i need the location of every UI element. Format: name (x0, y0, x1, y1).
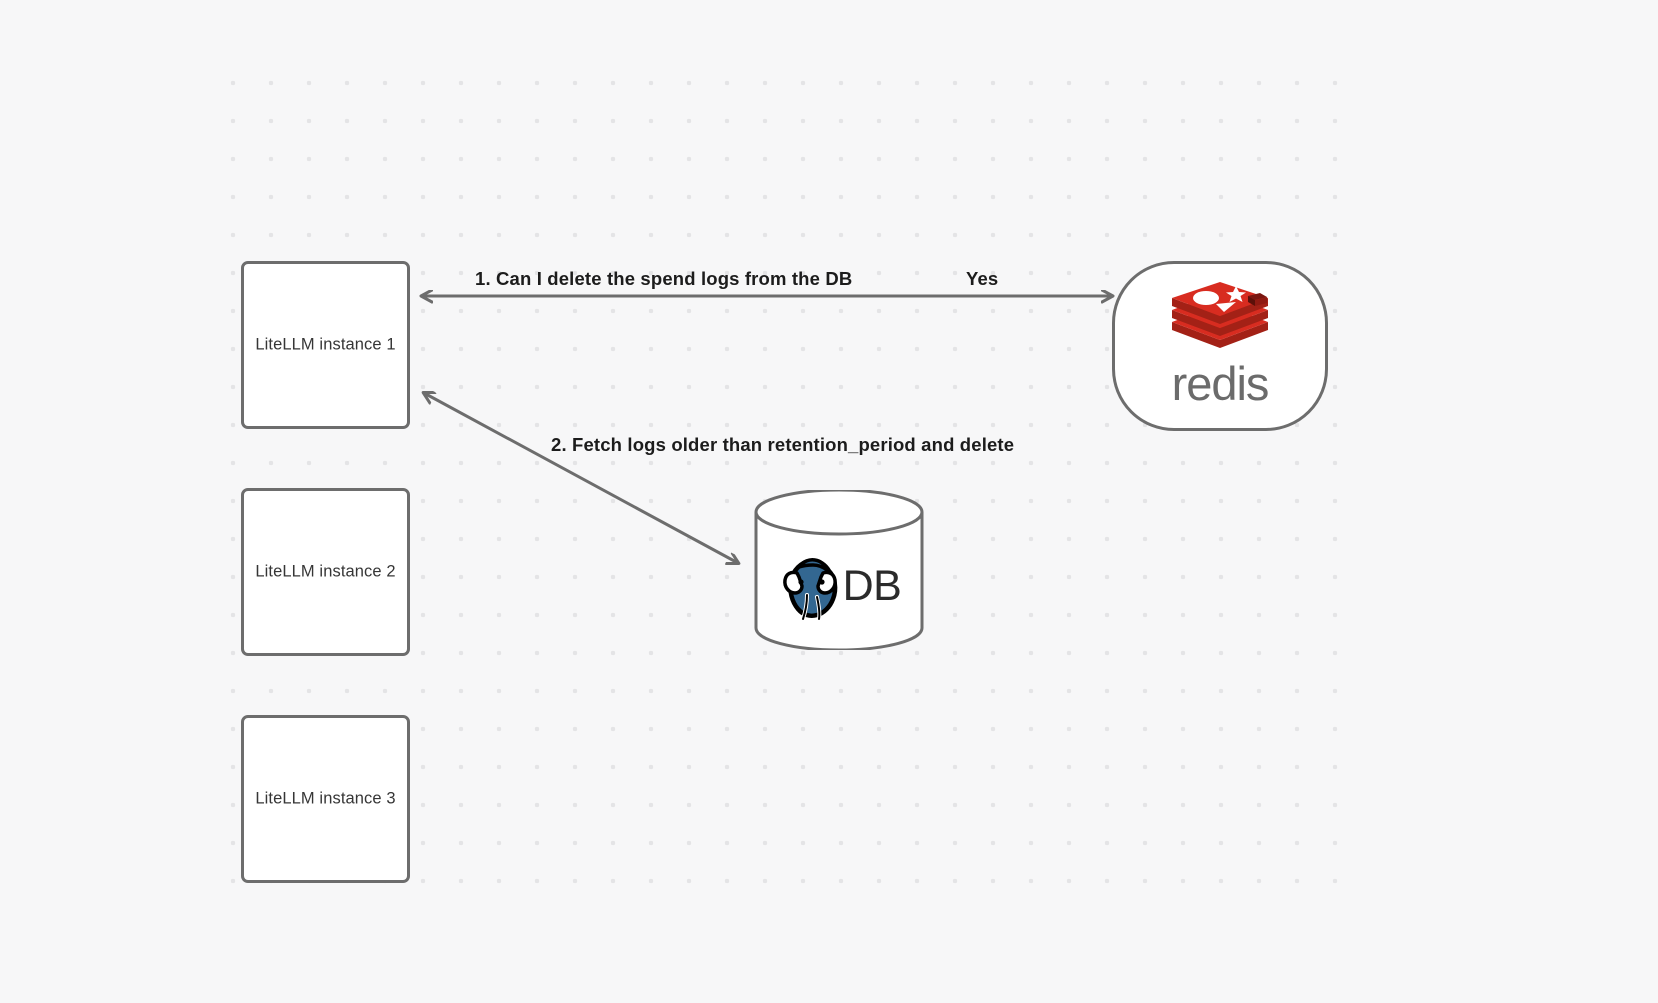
edge-label-answer: Yes (966, 268, 999, 289)
node-litellm-instance-2[interactable]: LiteLLM instance 2 (241, 488, 410, 656)
edge-label-question: 1. Can I delete the spend logs from the … (475, 268, 853, 289)
node-label-instance-1: LiteLLM instance 1 (255, 335, 396, 354)
node-litellm-instance-3[interactable]: LiteLLM instance 3 (241, 715, 410, 883)
edge-label-action: 2. Fetch logs older than retention_perio… (551, 434, 1015, 455)
edge-instance1-database (424, 393, 738, 563)
node-label-instance-3: LiteLLM instance 3 (255, 789, 396, 808)
node-redis[interactable]: redis (1112, 261, 1328, 431)
redis-logo-icon (1166, 281, 1274, 354)
postgres-elephant-svg (782, 558, 837, 621)
node-database[interactable]: DB (753, 490, 925, 650)
redis-wordmark: redis (1171, 356, 1270, 410)
database-label: DB (842, 561, 902, 610)
node-label-instance-2: LiteLLM instance 2 (255, 562, 396, 581)
node-litellm-instance-1[interactable]: LiteLLM instance 1 (241, 261, 410, 429)
database-cylinder-shape (754, 490, 924, 650)
redis-stack-svg (1172, 281, 1268, 348)
postgresql-elephant-icon (777, 551, 845, 621)
